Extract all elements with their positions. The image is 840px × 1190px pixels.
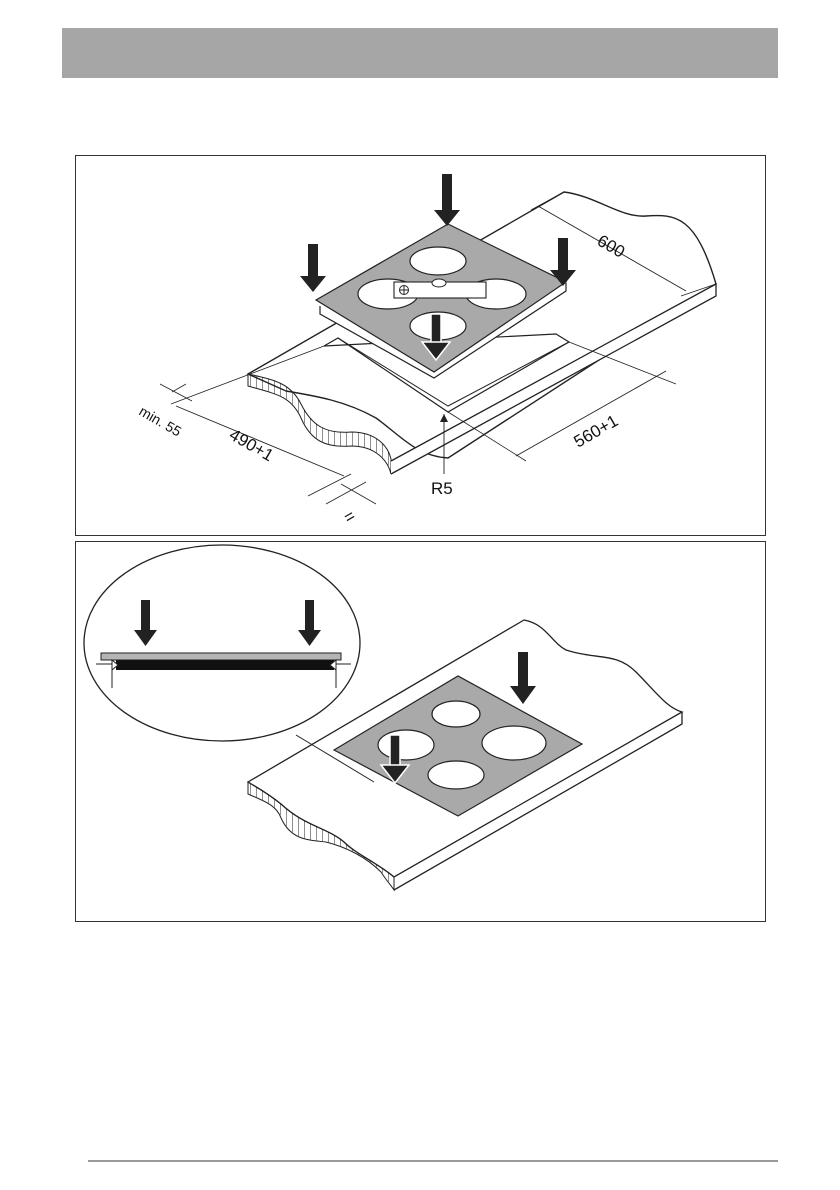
cooking-zone [378,730,434,760]
cooking-zone [432,701,480,727]
press-down-arrow [300,244,326,292]
edge-seal-detail-callout [84,545,360,741]
cooking-zone [428,761,484,789]
detail-glass-plate [101,653,341,660]
hob-placement-diagram [76,542,765,921]
section-header-bar [62,28,778,78]
dimension-label-min-edge: min. 55 [137,403,185,440]
dimension-label-equal: = [341,506,359,527]
hob-placement-figure [75,541,766,922]
cooking-zone [410,247,466,275]
dimension-label-cutout-width: 560+1 [571,411,622,451]
press-down-arrow [434,174,460,226]
dimension-label-corner-radius: R5 [431,479,453,498]
cooking-zone [482,726,546,760]
installation-dimensions-figure: 600 560+1 490+1 min. 55 = R5 [75,155,766,536]
countertop-cutout-diagram: 600 560+1 490+1 min. 55 = R5 [76,156,765,535]
detail-hob-body [116,660,334,670]
dimension-label-cutout-depth: 490+1 [226,425,277,465]
footer-divider [88,1160,778,1162]
